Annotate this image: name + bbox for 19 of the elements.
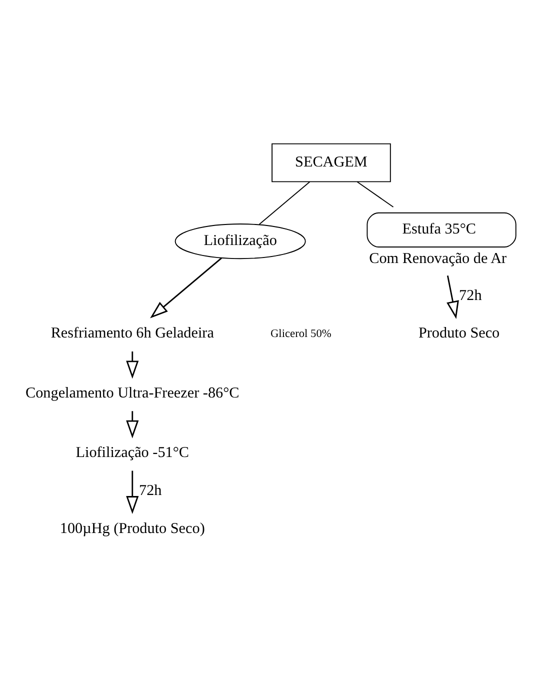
node-box: SECAGEM xyxy=(272,142,391,182)
edge-label: 72h xyxy=(459,286,482,304)
node-label: Com Renovação de Ar xyxy=(369,249,507,266)
label: Glicerol 50% xyxy=(270,328,332,340)
node-text: Congelamento Ultra-Freezer -86°C xyxy=(26,384,240,401)
arrow xyxy=(126,350,139,378)
connector xyxy=(258,180,310,224)
edge-label: 72h xyxy=(139,481,162,498)
node-text: 100µHg (Produto Seco) xyxy=(60,519,205,536)
node-ellipse: Liofilização xyxy=(174,223,306,259)
connector xyxy=(356,180,394,207)
arrow xyxy=(150,257,222,318)
arrow xyxy=(126,470,139,514)
node-text: Liofilização -51°C xyxy=(76,444,190,461)
node-text: Produto Seco xyxy=(418,324,500,342)
node-text: Resfriamento 6h Geladeira xyxy=(50,324,214,342)
arrow xyxy=(126,410,139,438)
node-box: Estufa 35°C xyxy=(366,212,516,247)
arrow xyxy=(446,274,459,319)
